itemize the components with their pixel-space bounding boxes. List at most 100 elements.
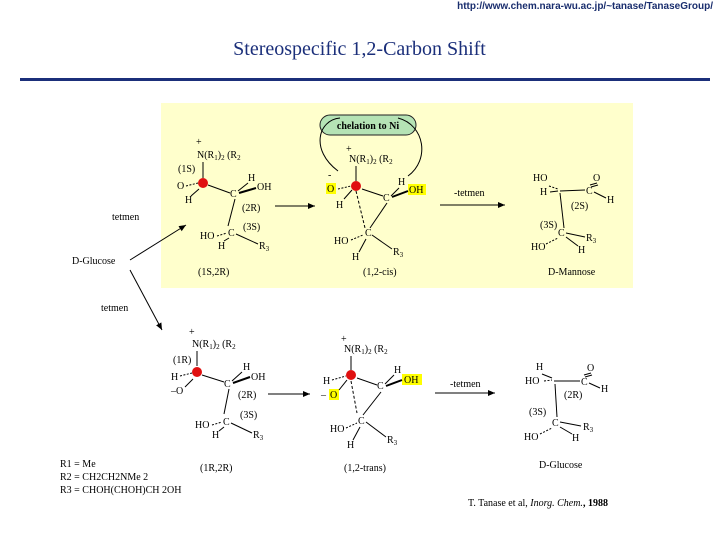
chelation-label: chelation to Ni xyxy=(337,121,399,132)
reagent-tetmen-top: tetmen xyxy=(112,212,139,223)
svg-text:H: H xyxy=(572,433,579,444)
svg-text:+: + xyxy=(196,137,202,148)
tetmen-arrow-down xyxy=(129,269,163,331)
svg-text:H: H xyxy=(336,200,343,211)
intermediate-cis: + N(R1)2 (R2 - O H C H OH C HO H R3 (1,2… xyxy=(326,144,426,278)
svg-text:C: C xyxy=(223,417,230,428)
svg-text:HO: HO xyxy=(195,420,209,431)
svg-text:(3S): (3S) xyxy=(529,407,546,418)
svg-text:H: H xyxy=(536,362,543,373)
svg-text:(3S): (3S) xyxy=(240,410,257,421)
citation-authors: T. Tanase et al, xyxy=(468,498,528,509)
svg-text:N(R1)2 (R2: N(R1)2 (R2 xyxy=(349,154,393,166)
intermediate-cis-label: (1,2-cis) xyxy=(363,267,397,278)
svg-text:O: O xyxy=(587,363,594,374)
svg-text:H: H xyxy=(540,187,547,198)
chelation-arc-right xyxy=(397,117,423,177)
svg-text:+: + xyxy=(189,327,195,338)
svg-text:O: O xyxy=(330,390,337,401)
svg-text:HO: HO xyxy=(531,242,545,253)
reagent-minus-tetmen-bottom: -tetmen xyxy=(450,379,481,390)
svg-text:H: H xyxy=(347,440,354,451)
svg-text:C: C xyxy=(228,228,235,239)
svg-text:-: - xyxy=(328,170,331,181)
svg-text:–O: –O xyxy=(170,386,183,397)
reagent-tetmen-bottom: tetmen xyxy=(101,303,128,314)
svg-text:H: H xyxy=(323,376,330,387)
svg-text:C: C xyxy=(586,186,593,197)
page-title: Stereospecific 1,2-Carbon Shift xyxy=(233,38,486,60)
start-sugar-label: D-Glucose xyxy=(72,256,116,267)
svg-text:H: H xyxy=(212,430,219,441)
reagent-minus-tetmen-top: -tetmen xyxy=(454,188,485,199)
product-glucose: H HO O C H (2R) (3S) C HO H R3 D-Glucose xyxy=(524,362,608,471)
svg-text:H: H xyxy=(218,241,225,252)
intermediate-trans-label: (1,2-trans) xyxy=(344,463,386,474)
svg-text:H: H xyxy=(394,365,401,376)
svg-text:(1R): (1R) xyxy=(173,355,191,366)
source-url[interactable]: http://www.chem.nara-wu.ac.jp/~tanase/Ta… xyxy=(457,1,713,12)
svg-text:C: C xyxy=(230,189,237,200)
svg-text:OH: OH xyxy=(404,375,418,386)
svg-text:H: H xyxy=(607,195,614,206)
citation: T. Tanase et al, Inorg. Chem., 1988 xyxy=(468,498,608,509)
svg-text:HO: HO xyxy=(200,231,214,242)
product-mannose: HO H O C H (2S) (3S) C HO H R3 D-Mannose xyxy=(531,173,614,278)
svg-text:C: C xyxy=(377,381,384,392)
svg-text:H: H xyxy=(243,362,250,373)
complex-1r2r-label: (1R,2R) xyxy=(200,463,233,474)
product-glucose-label: D-Glucose xyxy=(539,460,583,471)
svg-text:HO: HO xyxy=(524,432,538,443)
chelation-arc-left xyxy=(319,117,341,172)
svg-text:HO: HO xyxy=(330,424,344,435)
complex-1s2r: + N(R1)2 (R2 (1S) O H C H OH (2R) (3S) C… xyxy=(177,137,271,278)
svg-text:(3S): (3S) xyxy=(243,222,260,233)
svg-text:C: C xyxy=(365,228,372,239)
svg-text:HO: HO xyxy=(525,376,539,387)
svg-text:HO: HO xyxy=(334,236,348,247)
svg-text:(1S): (1S) xyxy=(178,164,195,175)
svg-text:OH: OH xyxy=(251,372,265,383)
legend-r2: R2 = CH2CH2NMe 2 xyxy=(60,472,149,483)
svg-text:(2R): (2R) xyxy=(564,390,582,401)
svg-text:R3: R3 xyxy=(253,430,264,442)
svg-text:H: H xyxy=(171,372,178,383)
ni-atom xyxy=(192,367,202,377)
svg-text:N(R1)2 (R2: N(R1)2 (R2 xyxy=(192,339,236,351)
svg-text:C: C xyxy=(552,418,559,429)
svg-text:OH: OH xyxy=(257,182,271,193)
svg-text:R3: R3 xyxy=(387,435,398,447)
svg-text:R3: R3 xyxy=(586,233,597,245)
citation-journal: Inorg. Chem. xyxy=(530,498,583,509)
complex-1s2r-label: (1S,2R) xyxy=(198,267,229,278)
tetmen-arrow-up xyxy=(129,224,187,261)
svg-text:C: C xyxy=(224,379,231,390)
ni-atom xyxy=(351,181,361,191)
svg-text:H: H xyxy=(398,177,405,188)
svg-text:–: – xyxy=(320,390,327,401)
svg-text:+: + xyxy=(341,334,347,345)
citation-year: , 1988 xyxy=(582,498,608,509)
svg-text:(2R): (2R) xyxy=(238,390,256,401)
ni-atom xyxy=(346,370,356,380)
svg-text:C: C xyxy=(358,416,365,427)
svg-text:C: C xyxy=(581,377,588,388)
svg-text:H: H xyxy=(248,173,255,184)
substituent-legend: R1 = Me R2 = CH2CH2NMe 2 R3 = CHOH(CHOH)… xyxy=(60,458,181,497)
svg-text:O: O xyxy=(593,173,600,184)
complex-1r2r: + N(R1)2 (R2 (1R) H –O C H OH (2R) (3S) … xyxy=(170,327,265,474)
svg-text:(2R): (2R) xyxy=(242,203,260,214)
svg-text:C: C xyxy=(383,193,390,204)
legend-r1: R1 = Me xyxy=(60,459,96,470)
svg-text:R3: R3 xyxy=(259,241,270,253)
svg-text:H: H xyxy=(601,384,608,395)
svg-text:OH: OH xyxy=(409,185,423,196)
svg-text:HO: HO xyxy=(533,173,547,184)
svg-text:O: O xyxy=(327,184,334,195)
svg-text:(3S): (3S) xyxy=(540,220,557,231)
svg-text:H: H xyxy=(185,195,192,206)
svg-text:H: H xyxy=(578,245,585,256)
svg-text:C: C xyxy=(558,228,565,239)
svg-text:N(R1)2 (R2: N(R1)2 (R2 xyxy=(197,150,241,162)
